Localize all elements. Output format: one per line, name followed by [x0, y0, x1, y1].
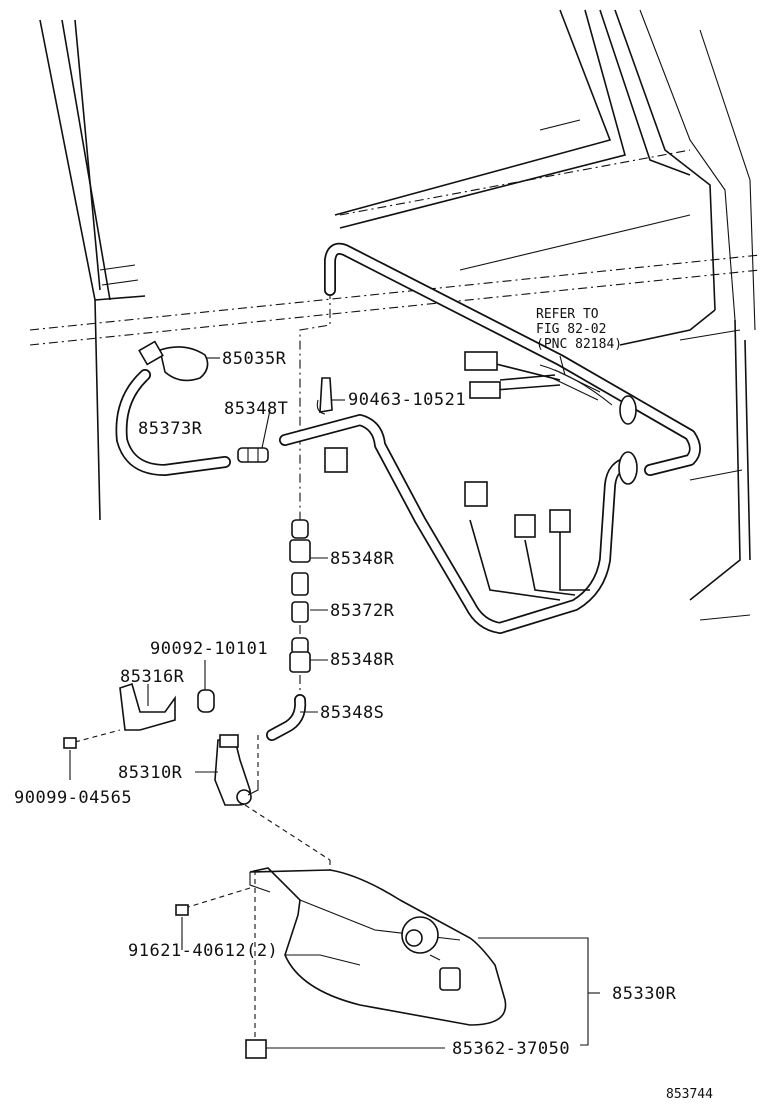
figure-id: 853744: [666, 1087, 713, 1102]
hose-85373r: [115, 369, 231, 476]
connector-85348r-lower: [289, 637, 311, 673]
label-91621: 91621-40612(2): [128, 941, 278, 961]
label-85362: 85362-37050: [452, 1039, 570, 1059]
reference-note-line2: FIG 82-02: [536, 322, 606, 337]
screw-91621: [175, 904, 189, 945]
connector-85348r-upper: [289, 519, 311, 563]
label-85316r: 85316R: [120, 667, 185, 687]
bolt-90099: [63, 737, 77, 780]
nut-85362: [245, 1039, 267, 1059]
label-85372r: 85372R: [330, 601, 395, 621]
label-85373r: 85373R: [138, 419, 203, 439]
label-85348r-lower: 85348R: [330, 650, 395, 670]
bracket-85316r: [119, 682, 176, 731]
label-90092: 90092-10101: [150, 639, 268, 659]
guide-lines: [74, 290, 331, 1040]
reference-note-line1: REFER TO: [536, 307, 599, 322]
labels: 85035R 85373R 85348T 90463-10521 85348R …: [14, 307, 713, 1102]
hose-85372r: [291, 572, 309, 623]
label-85348r-upper: 85348R: [330, 549, 395, 569]
grommet-90092: [197, 689, 215, 713]
connector-85348t: [237, 447, 269, 463]
label-85330r: 85330R: [612, 984, 677, 1004]
washer-hose-main: [279, 242, 701, 634]
clip-90463: [316, 377, 333, 415]
leader-lines: [147, 355, 600, 1049]
reference-note-line3: (PNC 82184): [536, 337, 622, 352]
label-85348s: 85348S: [320, 703, 384, 723]
vehicle-body-outline: [29, 9, 760, 621]
washer-nozzle: [138, 340, 209, 382]
hose-elbow-85348s: [266, 694, 307, 741]
label-85348t: 85348T: [224, 399, 288, 419]
washer-pump-85310r: [214, 734, 259, 806]
label-85035r: 85035R: [222, 349, 287, 369]
washer-tank-85330r: [249, 867, 507, 1026]
label-90099: 90099-04565: [14, 788, 132, 808]
label-90463: 90463-10521: [348, 390, 466, 410]
label-85310r: 85310R: [118, 763, 183, 783]
